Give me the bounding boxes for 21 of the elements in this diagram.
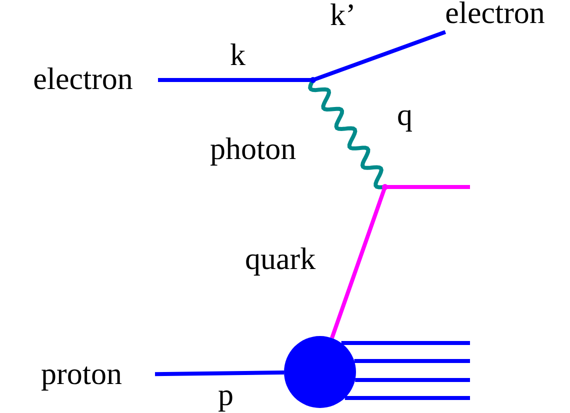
line	[355, 378, 470, 382]
line	[341, 341, 470, 345]
line	[330, 186, 387, 339]
edge-label: quark	[245, 242, 316, 276]
wavy-line	[308, 79, 386, 190]
vertex-point	[382, 184, 388, 190]
line	[344, 396, 470, 400]
edge-label: p	[218, 378, 234, 412]
line	[354, 359, 470, 363]
particle-label: electron	[420, 0, 570, 32]
edge-label: q	[397, 98, 412, 132]
particle-label: photon	[210, 132, 296, 166]
vertex-point	[310, 77, 316, 83]
edge-label: k’	[330, 0, 356, 32]
line	[158, 78, 313, 82]
line	[312, 30, 446, 82]
edge-label: k	[230, 38, 246, 72]
line	[385, 185, 470, 189]
particle-label: proton	[8, 357, 155, 393]
line	[154, 370, 284, 376]
particle-label: electron	[8, 62, 158, 98]
